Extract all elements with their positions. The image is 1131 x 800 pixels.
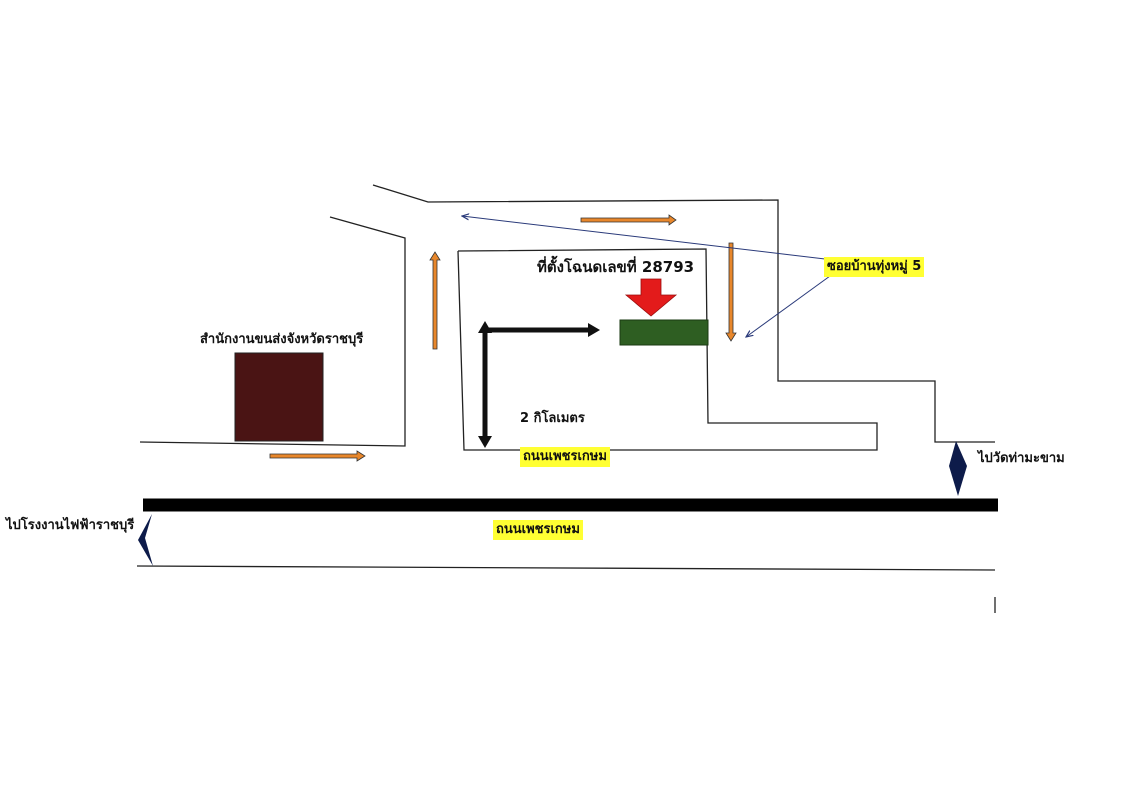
plot-rectangle [619,319,709,346]
direction-label-right: ไปวัดท่ามะขาม [978,451,1065,466]
arrow-icon [269,450,366,462]
transport-office-label: สำนักงานขนส่งจังหวัดราชบุรี [200,332,364,347]
arrow-icon [725,242,737,342]
arrow-head [588,323,600,337]
transport-office-building [234,352,324,442]
arrow-icon [580,214,677,226]
arrow-icon [429,251,441,350]
pointer-line [746,275,831,337]
soi-road-outline [139,184,995,451]
arrow-head [478,321,492,333]
highway-lower-edge [136,565,996,571]
plot-location-label: ที่ตั้งโฉนดเลขที่ 28793 [537,258,695,276]
down-arrow-icon [624,278,678,317]
road-label-lower: ถนนเพชรเกษม [493,520,583,540]
soi-name-label: ซอยบ้านทุ่งหมู่ 5 [824,257,925,277]
direction-arrows [269,214,737,462]
arrow-head [478,436,492,448]
pointer-line [462,216,826,260]
distance-label: 2 กิโลเมตร [520,411,585,426]
direction-label-left: ไปโรงงานไฟฟ้าราชบุรี [6,518,135,533]
distance-arrow [478,321,600,448]
chevron-icon [138,514,153,566]
soi-top-edge [372,184,995,443]
chevron-icon [949,441,967,496]
soi-left-edge [139,216,406,447]
road-label-upper: ถนนเพชรเกษม [520,447,610,467]
soi-inner-edge [457,248,878,451]
